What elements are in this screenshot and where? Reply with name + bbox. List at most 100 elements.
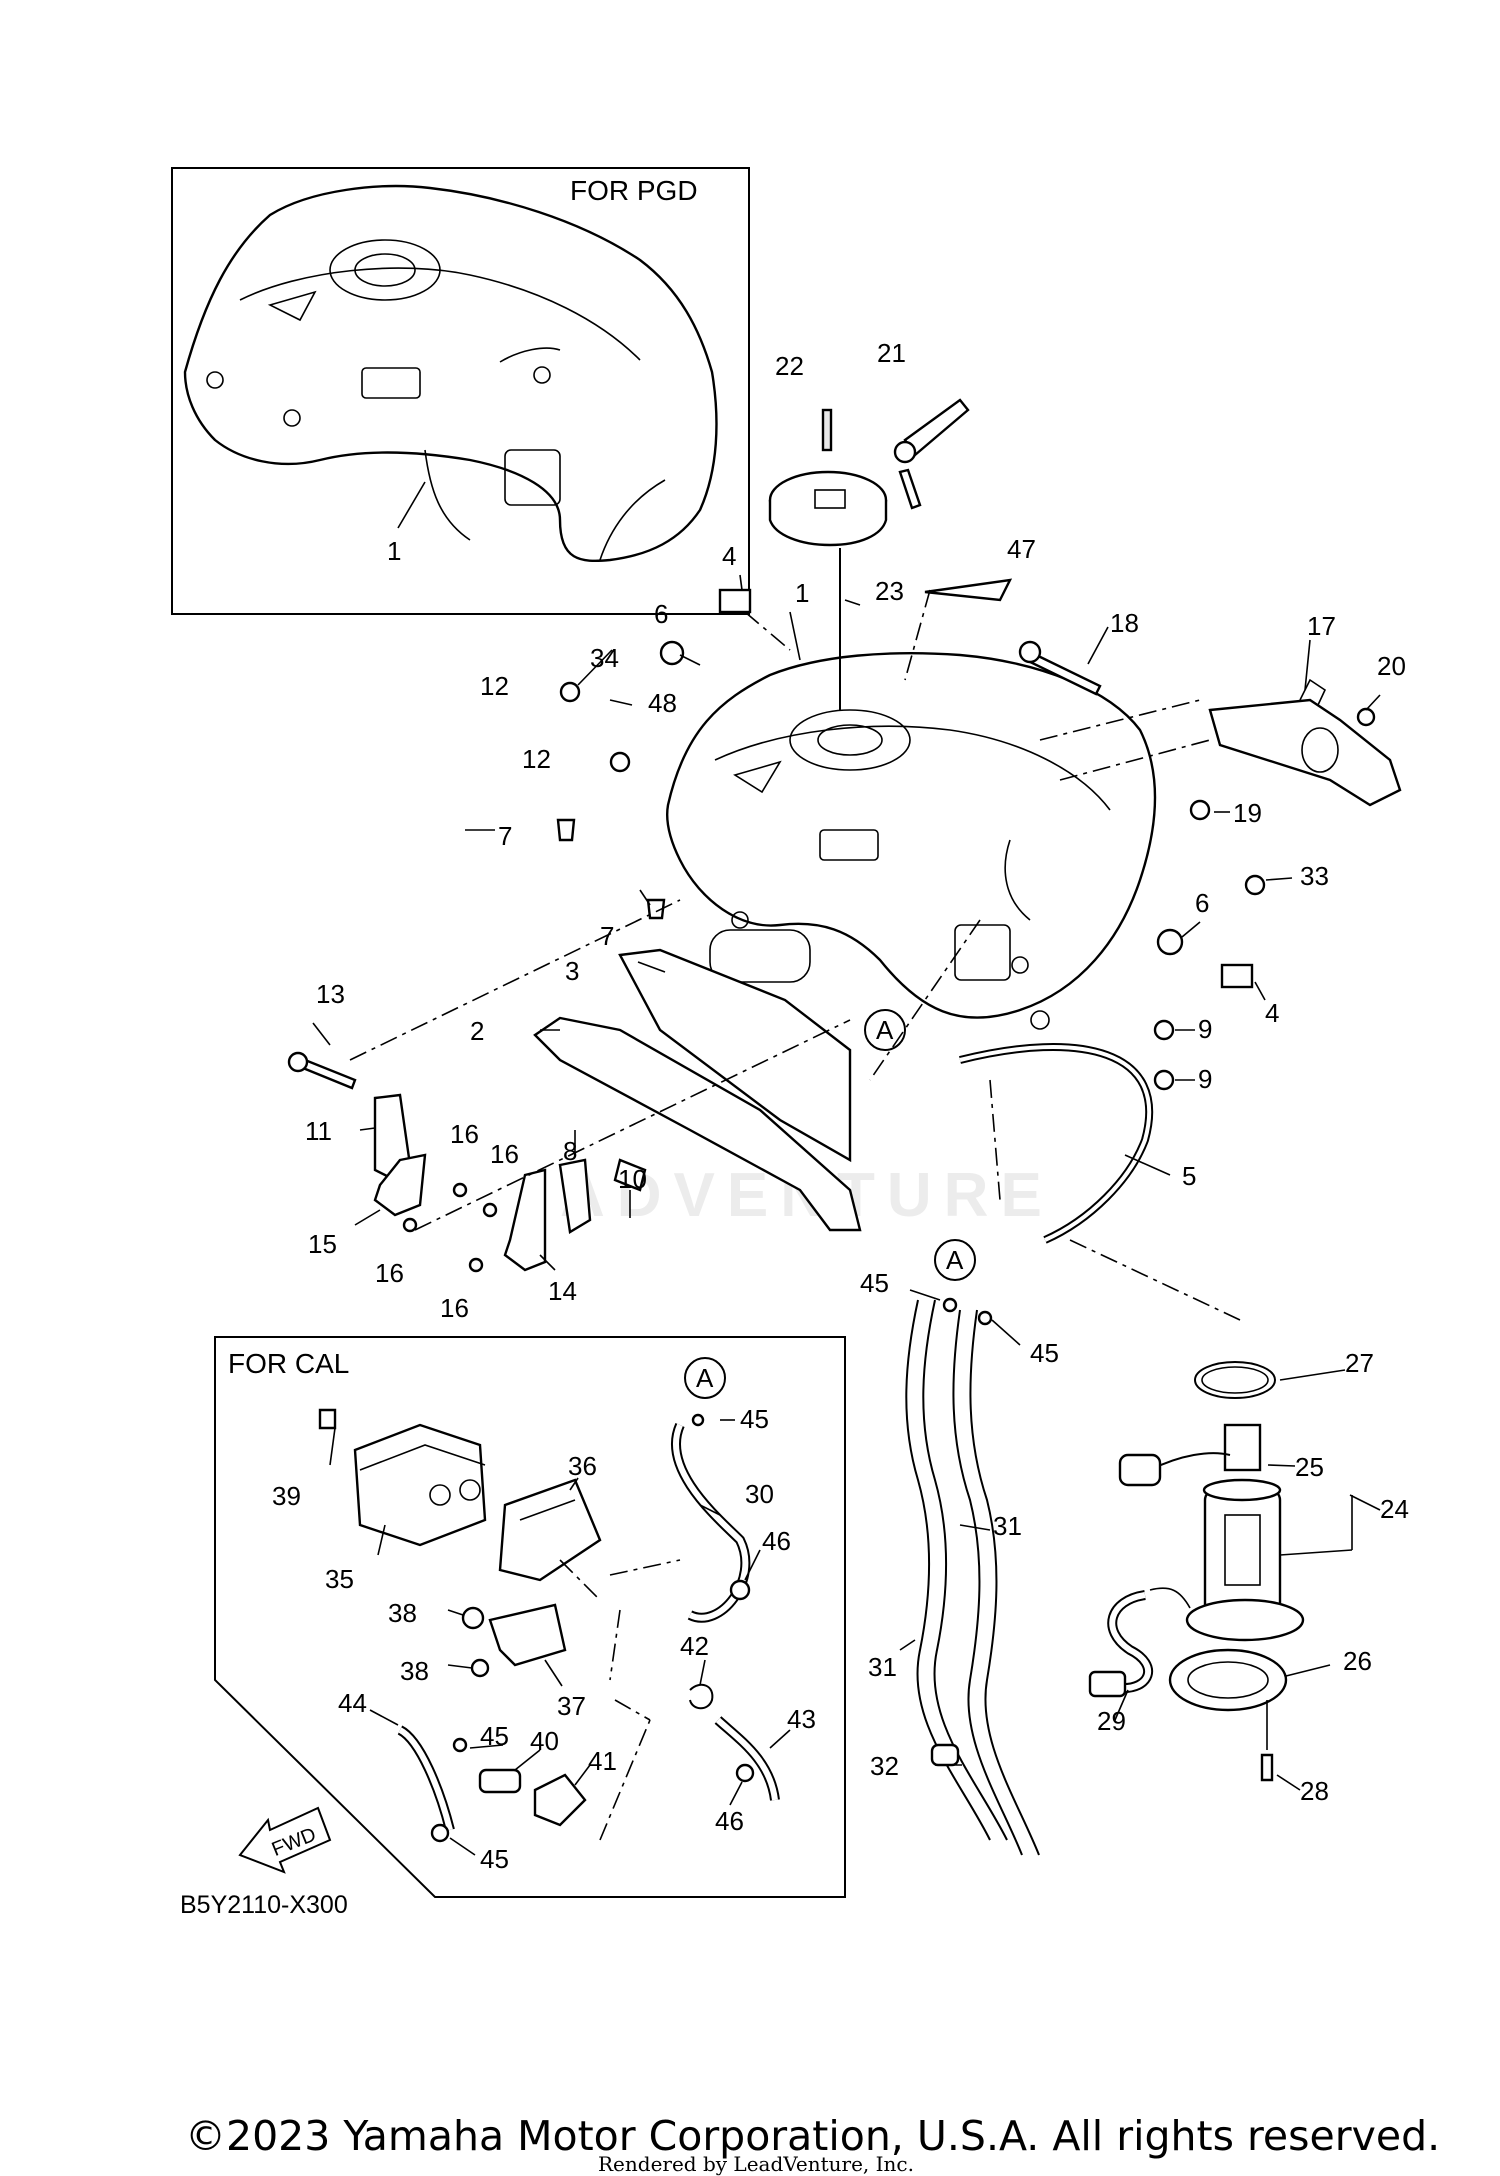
pgd-frame: [171, 167, 750, 615]
pgd-inset: FOR PGD 1: [171, 167, 750, 615]
callout-46-a: 46: [762, 1526, 791, 1556]
bracket-11-15: [287, 1051, 427, 1217]
part-38-nut-a: [461, 1606, 485, 1630]
callout-2: 2: [470, 1016, 484, 1046]
part-41-cap: [533, 1773, 587, 1827]
part-46-clip-b: [735, 1763, 755, 1783]
callout-16-d: 16: [440, 1293, 469, 1323]
callout-20: 20: [1377, 651, 1406, 681]
callout-36: 36: [568, 1451, 597, 1481]
part-42-clip: [689, 1683, 714, 1710]
callout-12-b: 12: [522, 744, 551, 774]
callout-12-a: 12: [480, 671, 509, 701]
pgd-fuel-tank-drawing: [183, 184, 718, 563]
callout-42: 42: [680, 1631, 709, 1661]
callout-47: 47: [1007, 534, 1036, 564]
part-7-collar-b: [646, 898, 666, 920]
callout-45-a: 45: [860, 1268, 889, 1298]
callout-18: 18: [1110, 608, 1139, 638]
ref-a-2: A: [946, 1245, 964, 1275]
part-19-nut: [1189, 799, 1211, 821]
callout-27: 27: [1345, 1348, 1374, 1378]
part-45-clip-cal-a: [452, 1737, 468, 1753]
part-36-cover: [498, 1478, 602, 1582]
part-6-grommet-a: [659, 640, 685, 666]
part-47-label: [924, 578, 1013, 602]
callout-33: 33: [1300, 861, 1329, 891]
leader-pgd-1: [397, 481, 426, 529]
callout-7-a: 7: [498, 821, 512, 851]
callout-37: 37: [557, 1691, 586, 1721]
clip-45-a: [942, 1297, 958, 1313]
callout-29: 29: [1097, 1706, 1126, 1736]
cal-frame: [214, 1336, 846, 1898]
callout-40: 40: [530, 1726, 559, 1756]
part-43-hose: [714, 1716, 780, 1801]
callout-38-b: 38: [400, 1656, 429, 1686]
callout-6-b: 6: [1195, 888, 1209, 918]
callout-7-b: 7: [600, 921, 614, 951]
part-6-grommet-b: [1156, 928, 1184, 956]
part-30-hose: [671, 1422, 751, 1623]
callout-41: 41: [588, 1746, 617, 1776]
callout-39: 39: [272, 1481, 301, 1511]
callout-46-b: 46: [715, 1806, 744, 1836]
callout-16-c: 16: [375, 1258, 404, 1288]
part-37-bracket: [488, 1603, 567, 1667]
part-40-valve: [478, 1768, 522, 1794]
callout-45-b: 45: [1030, 1338, 1059, 1368]
callout-31-a: 31: [993, 1511, 1022, 1541]
part-9-nut-b: [1153, 1069, 1175, 1091]
callout-25: 25: [1295, 1452, 1324, 1482]
callout-9-a: 9: [1198, 1014, 1212, 1044]
callout-26: 26: [1343, 1646, 1372, 1676]
callout-24: 24: [1380, 1494, 1409, 1524]
part-29-hose: [1088, 1590, 1154, 1698]
callout-11: 11: [305, 1116, 332, 1146]
part-27-gasket: [1194, 1361, 1276, 1399]
part-4-damper-b: [1220, 963, 1254, 989]
callout-44: 44: [338, 1688, 367, 1718]
cal-phantom: [559, 1559, 681, 1841]
callout-16-a: 16: [450, 1119, 479, 1149]
rendered-by-notice: Rendered by LeadVenture, Inc.: [598, 2152, 914, 2176]
callout-35: 35: [325, 1564, 354, 1594]
callout-34: 34: [590, 643, 619, 673]
part-16-screw-b: [402, 1217, 418, 1233]
fwd-arrow: FWD: [238, 1806, 332, 1874]
part-17-canister: [1208, 678, 1402, 807]
part-35-canister: [353, 1423, 487, 1547]
part-46-clip-a: [729, 1579, 751, 1601]
part-7-collar-a: [556, 818, 576, 842]
pump-leaders: [899, 1289, 1381, 1791]
part-26-ring: [1168, 1648, 1288, 1712]
cal-inset: FOR CAL: [214, 1336, 846, 1898]
hoses-31: [905, 1299, 1040, 1856]
part-3-cover: [618, 948, 852, 1163]
callout-1: 1: [795, 578, 809, 608]
copyright-notice: ©2023 Yamaha Motor Corporation, U.S.A. A…: [185, 2112, 1441, 2160]
leader-lines-main: [312, 574, 1381, 1271]
part-38-nut-b: [470, 1658, 490, 1678]
callout-9-b: 9: [1198, 1064, 1212, 1094]
callout-5: 5: [1182, 1161, 1196, 1191]
cal-title: FOR CAL: [228, 1348, 349, 1379]
ref-a-3: A: [696, 1363, 714, 1393]
callout-45-e: 45: [480, 1844, 509, 1874]
cal-leaders: [329, 1419, 791, 1856]
part-9-nut-a: [1153, 1019, 1175, 1041]
part-5-seal: [959, 1043, 1154, 1244]
callout-19: 19: [1233, 798, 1262, 828]
pgd-title: FOR PGD: [570, 175, 698, 206]
callout-15: 15: [308, 1229, 337, 1259]
diagram-code: B5Y2110-X300: [180, 1891, 348, 1919]
part-45-clip-cal-b: [430, 1823, 450, 1843]
part-20-bolt: [1356, 707, 1376, 727]
clip-45-b: [977, 1310, 993, 1326]
callout-1-pgd: 1: [387, 536, 401, 566]
callout-23: 23: [875, 576, 904, 606]
callout-6-a: 6: [654, 599, 668, 629]
callout-16-b: 16: [490, 1139, 519, 1169]
callout-28: 28: [1300, 1776, 1329, 1806]
